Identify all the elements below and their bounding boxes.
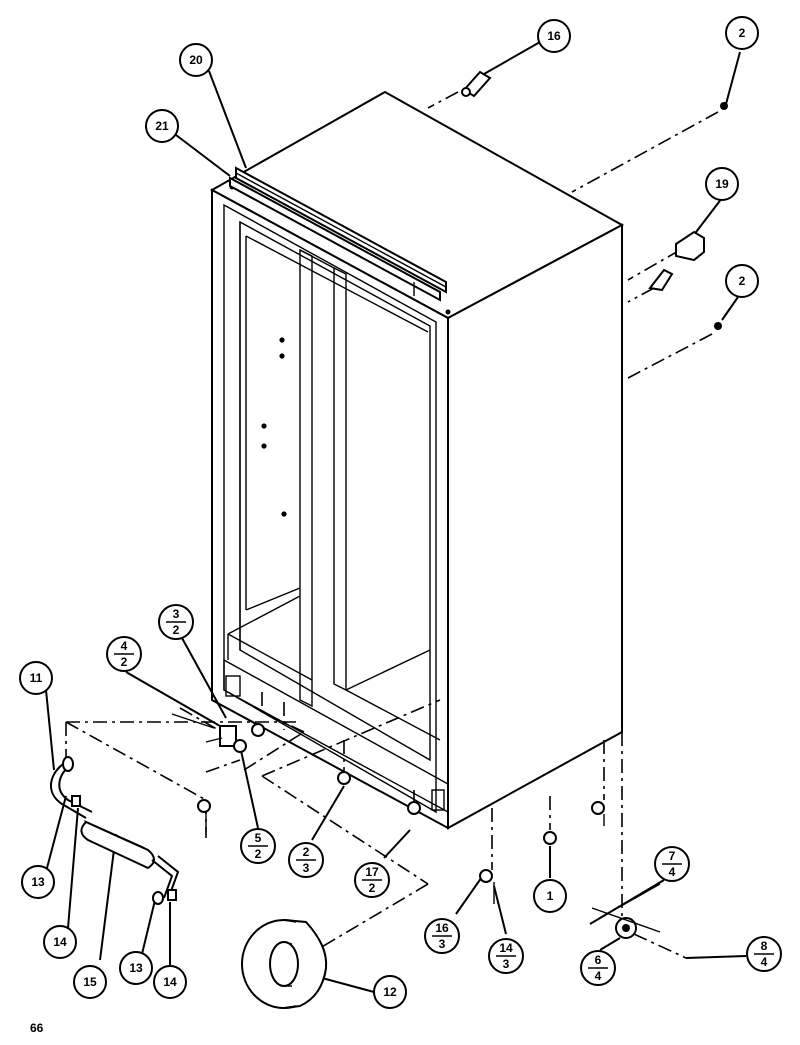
svg-text:3: 3	[173, 607, 180, 621]
callout-14-right: 14	[153, 965, 187, 999]
svg-text:4: 4	[669, 865, 676, 879]
svg-text:13: 13	[129, 961, 143, 975]
svg-text:13: 13	[31, 875, 45, 889]
svg-text:5: 5	[255, 831, 262, 845]
callout-2-top: 2	[725, 16, 759, 50]
svg-text:14: 14	[499, 941, 513, 955]
callout-16-3: 16 3	[424, 918, 460, 954]
svg-text:2: 2	[369, 881, 376, 895]
svg-text:12: 12	[383, 985, 397, 999]
callout-17-2: 17 2	[354, 862, 390, 898]
svg-text:2: 2	[173, 623, 180, 637]
svg-text:3: 3	[439, 937, 446, 951]
callout-2-3: 2 3	[288, 842, 324, 878]
svg-text:1: 1	[547, 889, 554, 903]
svg-text:19: 19	[715, 177, 729, 191]
callout-14-left: 14	[43, 925, 77, 959]
callout-11: 11	[19, 661, 53, 695]
callout-14-3: 14 3	[488, 938, 524, 974]
svg-text:14: 14	[163, 975, 177, 989]
svg-text:8: 8	[761, 939, 768, 953]
leader-lines	[45, 41, 747, 993]
svg-text:4: 4	[761, 955, 768, 969]
svg-text:6: 6	[595, 953, 602, 967]
page-number: 66	[30, 1021, 44, 1035]
svg-text:3: 3	[503, 957, 510, 971]
callout-5-2: 5 2	[240, 828, 276, 864]
callout-13-right: 13	[119, 951, 153, 985]
callout-3-2: 3 2	[158, 604, 194, 640]
svg-text:16: 16	[435, 921, 449, 935]
callout-2-mid: 2	[725, 264, 759, 298]
svg-text:2: 2	[739, 274, 746, 288]
callout-19: 19	[705, 167, 739, 201]
hardware-parts	[171, 70, 728, 939]
callout-7-4: 7 4	[654, 846, 690, 882]
callouts: 20 21 16 2 19 2 11 13 14 15 13 14 12 1	[19, 16, 782, 1009]
svg-text:11: 11	[30, 671, 43, 685]
condenser-shroud	[241, 919, 328, 1009]
callout-12: 12	[373, 975, 407, 1009]
svg-text:21: 21	[155, 119, 169, 133]
svg-text:4: 4	[595, 969, 602, 983]
svg-text:2: 2	[121, 655, 128, 669]
svg-text:16: 16	[547, 29, 561, 43]
callout-15: 15	[73, 965, 107, 999]
callout-6-4: 6 4	[580, 950, 616, 986]
drain-tube-assembly	[50, 756, 180, 905]
callout-8-4: 8 4	[746, 936, 782, 972]
svg-text:2: 2	[255, 847, 262, 861]
top-trim-strip	[229, 166, 447, 302]
cabinet	[209, 90, 625, 830]
callout-4-2: 4 2	[106, 636, 142, 672]
svg-text:7: 7	[669, 849, 676, 863]
svg-text:17: 17	[365, 865, 379, 879]
svg-text:3: 3	[303, 861, 310, 875]
svg-text:2: 2	[739, 26, 746, 40]
callout-16: 16	[537, 19, 571, 53]
svg-text:20: 20	[189, 53, 203, 67]
svg-text:2: 2	[303, 845, 310, 859]
callout-13-left: 13	[21, 865, 55, 899]
svg-text:4: 4	[121, 639, 128, 653]
callout-1: 1	[533, 879, 567, 913]
callout-20: 20	[179, 43, 213, 77]
callout-21: 21	[145, 109, 179, 143]
svg-text:15: 15	[83, 975, 97, 989]
svg-text:14: 14	[53, 935, 67, 949]
